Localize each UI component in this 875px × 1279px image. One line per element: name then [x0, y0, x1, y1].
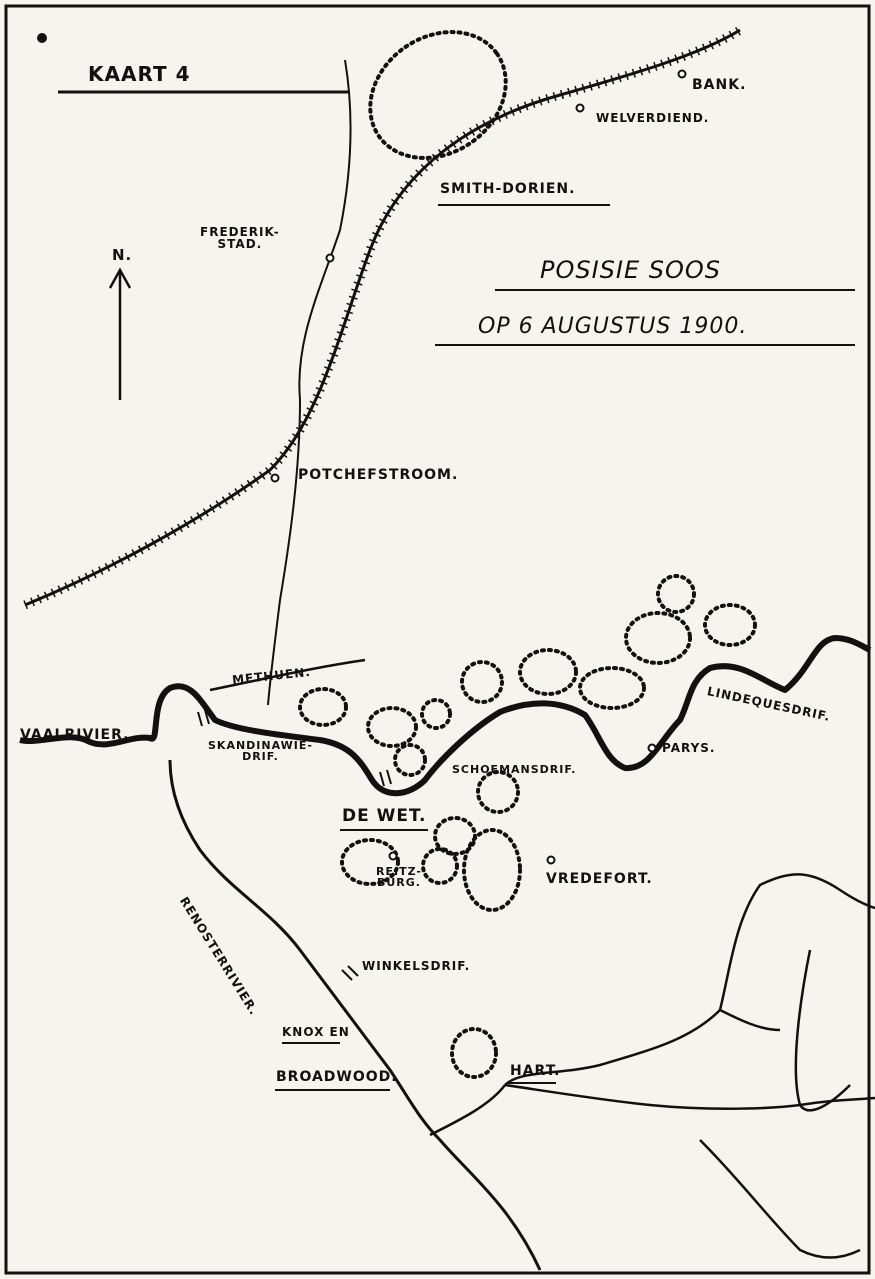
- label-scandinavie-drift: SKANDINAWIË- DRIF.: [208, 739, 313, 763]
- map-border: [4, 4, 871, 1275]
- label-reitzburg: REITZ- BURG.: [376, 865, 422, 889]
- label-winkels-drift: WINKELSDRIF.: [362, 959, 471, 973]
- force-hart: HART.: [510, 1063, 561, 1079]
- ink-dot: [37, 33, 47, 43]
- label-vaal-river: VAALRIVIER.: [20, 727, 130, 743]
- label-vredefort: VREDEFORT.: [546, 871, 653, 887]
- label-frederikstad: FREDERIK- STAD.: [200, 225, 280, 251]
- label-potchefstroom: POTCHEFSTROOM.: [298, 467, 459, 483]
- methuen-underline: [209, 658, 366, 692]
- force-smith-dorrien: SMITH-DORIEN.: [440, 181, 576, 197]
- label-welverdiend: WELVERDIEND.: [596, 111, 710, 125]
- rhenoster-river: [168, 759, 542, 1271]
- force-underlines: [275, 829, 556, 1091]
- label-schoemans-drift: SCHOEMANSDRIF.: [452, 763, 577, 776]
- vaal-river: [19, 635, 872, 797]
- north-road: [267, 59, 352, 706]
- force-positions: [298, 30, 757, 1079]
- tributaries: [429, 873, 875, 1259]
- force-knox: KNOX EN: [282, 1025, 350, 1039]
- label-parys: PARYS.: [662, 741, 716, 755]
- north-label: N.: [112, 246, 133, 264]
- town-markers: [270, 69, 687, 865]
- force-broadwood: BROADWOOD.: [276, 1069, 398, 1085]
- drift-markers: [197, 709, 392, 981]
- north-arrow: [108, 267, 132, 400]
- subtitle-line-2: OP 6 AUGUSTUS 1900.: [478, 314, 748, 339]
- label-bank: BANK.: [692, 77, 747, 93]
- railway-line: [23, 26, 743, 610]
- map-title: KAART 4: [88, 62, 191, 86]
- subtitle-line-1: POSISIE SOOS: [540, 256, 722, 284]
- force-de-wet: DE WET.: [342, 806, 427, 826]
